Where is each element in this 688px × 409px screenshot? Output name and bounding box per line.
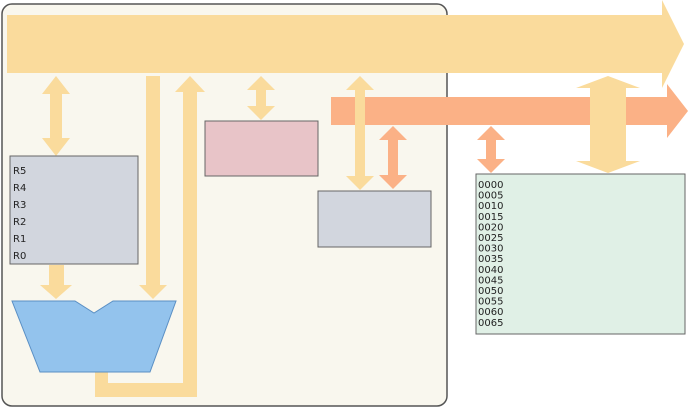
register-label: R1: [13, 234, 26, 245]
interface-data-bus-arrow: [346, 76, 374, 190]
register-file: [9, 155, 139, 265]
memory-address-label: 0030: [478, 244, 503, 255]
memory-address-label: 0050: [478, 286, 503, 297]
alu: [11, 300, 177, 373]
register-label: R5: [13, 166, 26, 177]
memory-address-label: 0035: [478, 254, 503, 265]
register-label: R2: [13, 217, 26, 228]
memory-address-label: 0015: [478, 212, 503, 223]
memory-address-list: 0000000500100015002000250030003500400045…: [478, 180, 503, 329]
alu-output-loop-arrow: [95, 76, 205, 397]
data-bus-arrow: [7, 0, 684, 88]
memory-address-label: 0020: [478, 222, 503, 233]
memory-address-label: 0045: [478, 275, 503, 286]
memory-address-label: 0010: [478, 201, 503, 212]
memory-address-label: 0040: [478, 265, 503, 276]
register-to-alu-arrow: [40, 265, 72, 299]
interface-address-bus-arrow: [379, 126, 407, 189]
register-label: R0: [13, 251, 26, 262]
register-label: R3: [13, 200, 26, 211]
register-data-bus-arrow: [42, 76, 70, 156]
memory-address-label: 0005: [478, 191, 503, 202]
control-data-bus-arrow: [247, 76, 275, 120]
memory-address-label: 0000: [478, 180, 503, 191]
bus-to-alu-arrow: [139, 76, 167, 299]
memory-block: [475, 173, 686, 335]
control-unit: [204, 120, 319, 177]
bus-interface-unit: [317, 190, 432, 248]
memory-data-bus-arrow: [576, 76, 640, 173]
memory-address-label: 0065: [478, 318, 503, 329]
register-label: R4: [13, 183, 26, 194]
memory-address-label: 0060: [478, 307, 503, 318]
memory-address-label: 0025: [478, 233, 503, 244]
memory-address-bus-arrow: [477, 126, 505, 173]
memory-address-label: 0055: [478, 297, 503, 308]
